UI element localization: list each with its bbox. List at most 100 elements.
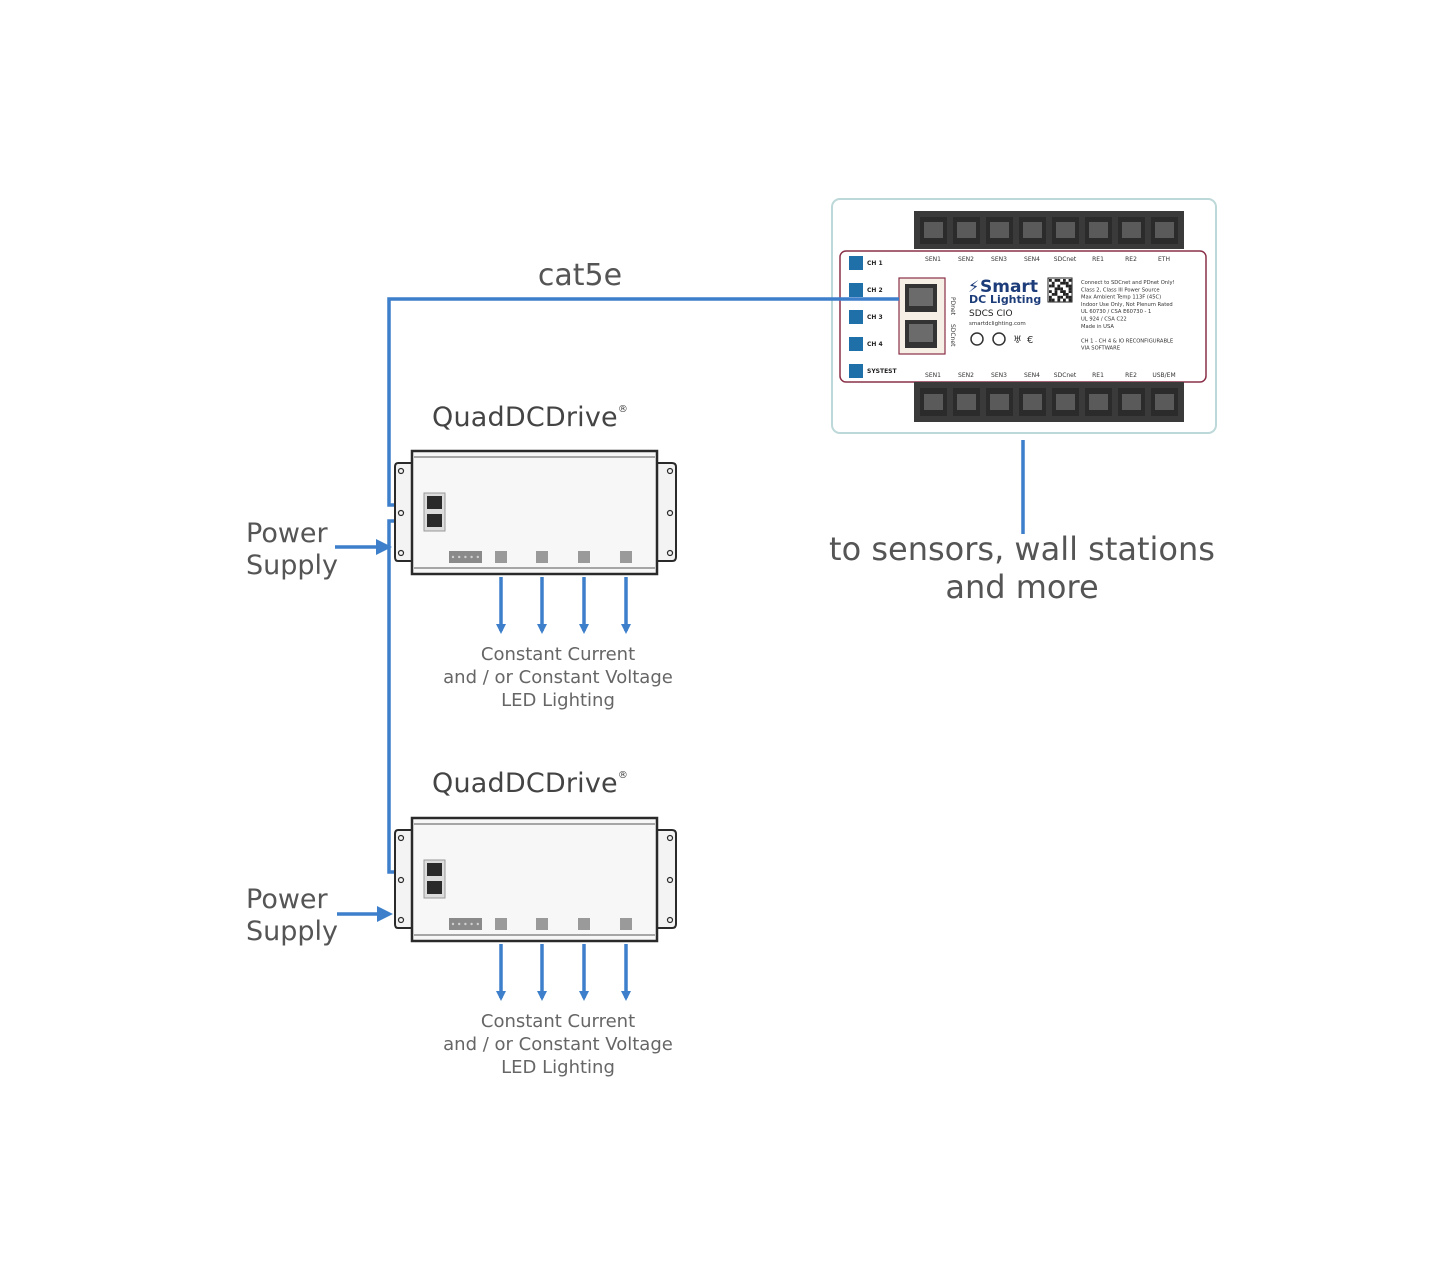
mounting-hole-icon — [397, 467, 405, 475]
driver-output-terminal — [620, 918, 632, 930]
controller-top-port-label: RE2 — [1125, 256, 1137, 263]
cert-mark-icon-2 — [992, 332, 1006, 346]
driver-output-terminal — [578, 551, 590, 563]
controller-spec-line: UL 60730 / CSA E60730 - 1 — [1081, 309, 1151, 315]
controller-channel-button — [849, 337, 863, 351]
led-output-label-2-line-3: LED Lighting — [501, 1057, 615, 1078]
driver-output-terminal — [536, 551, 548, 563]
controller-rj45-port-1-socket — [909, 288, 933, 306]
controller-top-port-label: SEN2 — [958, 256, 974, 263]
driver-1-brand-mark: ® — [617, 404, 629, 415]
controller-bottom-port-socket — [1155, 394, 1174, 410]
cert-mark-icon-1 — [970, 332, 984, 346]
controller-port-label-pdnet: PDnet — [949, 297, 956, 316]
controller-top-port-label: RE1 — [1092, 256, 1104, 263]
controller-spec-line: VIA SOFTWARE — [1081, 346, 1120, 352]
mounting-hole-icon — [666, 834, 674, 842]
controller-bottom-port-label: SEN1 — [925, 372, 941, 379]
controller-bottom-port-label: SEN3 — [991, 372, 1007, 379]
controller-top-port-labels: SEN1 SEN2 SEN3 SEN4 SDCnet RE1 RE2 ETH — [925, 256, 1170, 263]
controller-channel-label: CH 4 — [867, 341, 883, 348]
controller-bottom-port-label: USB/EM — [1152, 372, 1175, 379]
led-output-label-2-line-2: and / or Constant Voltage — [443, 1034, 673, 1055]
sensors-label: to sensors, wall stations and more — [812, 530, 1232, 606]
controller-model: SDCS CIO — [969, 309, 1013, 319]
driver-2-brand-name: QuadDCDrive — [432, 768, 618, 799]
controller-channel-button — [849, 256, 863, 270]
controller-spec-line: Indoor Use Only, Not Plenum Rated — [1081, 302, 1173, 308]
led-output-label-1-line-3: LED Lighting — [501, 690, 615, 711]
controller-logo-main: Smart — [980, 277, 1038, 297]
driver-right-flange — [657, 829, 677, 929]
sensors-label-line-2: and more — [945, 568, 1099, 606]
mounting-hole-icon — [397, 549, 405, 557]
power-supply-label-1-line-2: Supply — [246, 550, 339, 581]
controller-spec-text: Connect to SDCnet and PDnet Only!Class 2… — [1081, 280, 1175, 352]
power-supply-label-2-line-1: Power — [246, 884, 328, 915]
controller-logo-bolt-icon: ⚡ — [968, 277, 979, 296]
sensors-label-line-1: to sensors, wall stations — [829, 530, 1215, 568]
controller-bottom-ports — [920, 388, 1178, 416]
driver-output-terminal — [495, 918, 507, 930]
led-output-label-1-line-2: and / or Constant Voltage — [443, 667, 673, 688]
controller-channel-button — [849, 283, 863, 297]
controller-top-port-socket — [924, 222, 943, 238]
driver-right-flange — [657, 462, 677, 562]
controller-spec-line: Class 2, Class III Power Source — [1081, 287, 1160, 293]
cable-label: cat5e — [537, 258, 623, 293]
controller-top-port-socket — [1122, 222, 1141, 238]
driver-rj45-port-in — [427, 496, 442, 509]
driver-rj45-port-out — [427, 514, 442, 527]
controller-bottom-port-label: RE2 — [1125, 372, 1137, 379]
controller-port-label-sdcnet: SDCnet — [949, 324, 956, 347]
driver-1-brand: QuadDCDrive® — [432, 402, 628, 433]
controller-bottom-port-socket — [1056, 394, 1075, 410]
mounting-hole-icon — [397, 509, 405, 517]
led-output-label-1-line-1: Constant Current — [480, 644, 636, 665]
mounting-hole-icon — [666, 549, 674, 557]
controller-top-ports — [920, 217, 1178, 244]
controller-top-port-socket — [957, 222, 976, 238]
controller-channel-button — [849, 310, 863, 324]
power-supply-label-2-line-2: Supply — [246, 916, 339, 947]
controller-bottom-port-socket — [1122, 394, 1141, 410]
power-supply-label-1: Power Supply — [246, 518, 338, 582]
controller-channel-button — [849, 364, 863, 378]
controller-logo-sub: DC Lighting — [969, 293, 1041, 306]
mounting-hole-icon — [397, 876, 405, 884]
led-output-label-2: Constant Current and / or Constant Volta… — [418, 1010, 698, 1079]
controller-top-port-socket — [1023, 222, 1042, 238]
controller-top-port-label: SEN3 — [991, 256, 1007, 263]
controller-channel-label: CH 2 — [867, 287, 883, 294]
controller-body — [839, 250, 1207, 383]
controller-top-port-label: SEN4 — [1024, 256, 1040, 263]
power-supply-label-2: Power Supply — [246, 884, 338, 948]
controller-bottom-port-label: RE1 — [1092, 372, 1104, 379]
ce-mark-icon: € — [1027, 335, 1033, 346]
controller-bottom-port-label: SDCnet — [1054, 372, 1077, 379]
controller-top-port-label: ETH — [1158, 256, 1170, 263]
controller-spec-line: UL 924 / CSA C22 — [1081, 317, 1127, 323]
driver-1-brand-name: QuadDCDrive — [432, 402, 618, 433]
controller-top-port-label: SDCnet — [1054, 256, 1077, 263]
controller-bottom-port-socket — [957, 394, 976, 410]
controller-top-port-label: SEN1 — [925, 256, 941, 263]
controller-bottom-port-socket — [924, 394, 943, 410]
led-output-label-1: Constant Current and / or Constant Volta… — [418, 643, 698, 712]
power-supply-label-1-line-1: Power — [246, 518, 328, 549]
driver-2-brand: QuadDCDrive® — [432, 768, 628, 799]
quaddcdrive-unit-1 — [394, 449, 677, 634]
controller-top-port-socket — [1089, 222, 1108, 238]
driver-rj45-port-in — [427, 863, 442, 876]
led-output-label-2-line-1: Constant Current — [480, 1011, 636, 1032]
controller-channel-label: SYSTEST — [867, 368, 898, 375]
controller-spec-line: Max Ambient Temp 113F (45C) — [1081, 295, 1161, 301]
mounting-hole-icon — [666, 876, 674, 884]
driver-output-terminal — [495, 551, 507, 563]
quaddcdrive-unit-2 — [394, 816, 677, 1001]
mounting-hole-icon — [666, 467, 674, 475]
controller-spec-line: CH 1 - CH 4 & IO RECONFIGURABLE — [1081, 338, 1173, 344]
